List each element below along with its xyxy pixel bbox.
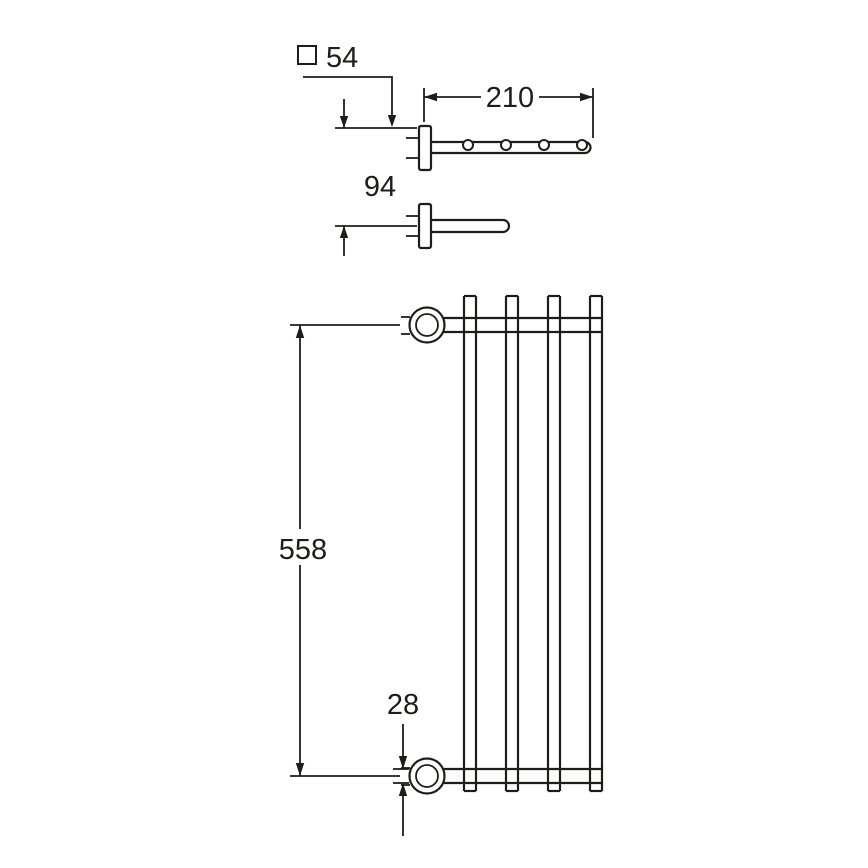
arrow-right-icon [580, 92, 593, 102]
arrow-down-icon [387, 115, 397, 127]
wall-plate [417, 124, 433, 172]
dim-profile-height: 28 [387, 689, 419, 836]
wall-plate-inner [415, 313, 439, 337]
dim-arm-depth: 210 [423, 82, 594, 138]
square-symbol-icon [297, 45, 317, 65]
wall-plate [417, 202, 433, 250]
arrow-up-icon [398, 783, 408, 796]
towel-bar-sections [462, 139, 588, 151]
towel-bar [588, 294, 604, 793]
dim-label-rack-length: 558 [279, 534, 327, 566]
towel-bar [462, 294, 478, 793]
bar-section [538, 139, 550, 151]
wall-plate-outer [408, 306, 446, 344]
towel-bar [546, 294, 562, 793]
front-view: 558 28 [272, 294, 604, 836]
bottom-rail [443, 767, 602, 785]
arrow-down-icon [339, 116, 349, 128]
dim-label-arm-depth: 210 [486, 82, 534, 114]
label-backplate [481, 82, 539, 112]
dim-mount-offset: 94 [335, 99, 417, 256]
dim-rack-length: 558 [272, 324, 400, 777]
dim-label-profile-height: 28 [387, 689, 419, 721]
wall-plate-inner [415, 764, 439, 788]
lower-wall-mount [406, 202, 433, 250]
upper-wall-mount [406, 124, 433, 172]
bar-section [576, 139, 588, 151]
arrow-down-icon [398, 756, 408, 769]
arrow-left-icon [424, 92, 437, 102]
front-top-mount [401, 306, 446, 344]
arrow-up-icon [339, 226, 349, 238]
towel-bars [462, 294, 604, 793]
dim-label-plate-square: 54 [326, 42, 358, 74]
upper-arm [431, 139, 592, 155]
lower-arm [431, 218, 511, 234]
towel-bar [504, 294, 520, 793]
top-rail [443, 316, 602, 334]
side-view: 54 210 [297, 42, 594, 256]
arrow-up-icon [295, 325, 305, 338]
bar-section [462, 139, 474, 151]
towel-arm-profile [431, 218, 511, 234]
wall-plate-outer [408, 757, 446, 795]
bar-section [500, 139, 512, 151]
leader-line-plate-square [303, 76, 393, 116]
dim-plate-square: 54 [297, 42, 397, 127]
front-bottom-mount [401, 757, 446, 795]
label-backplate [272, 529, 334, 565]
dim-label-mount-offset: 94 [364, 171, 396, 203]
arrow-down-icon [295, 763, 305, 776]
